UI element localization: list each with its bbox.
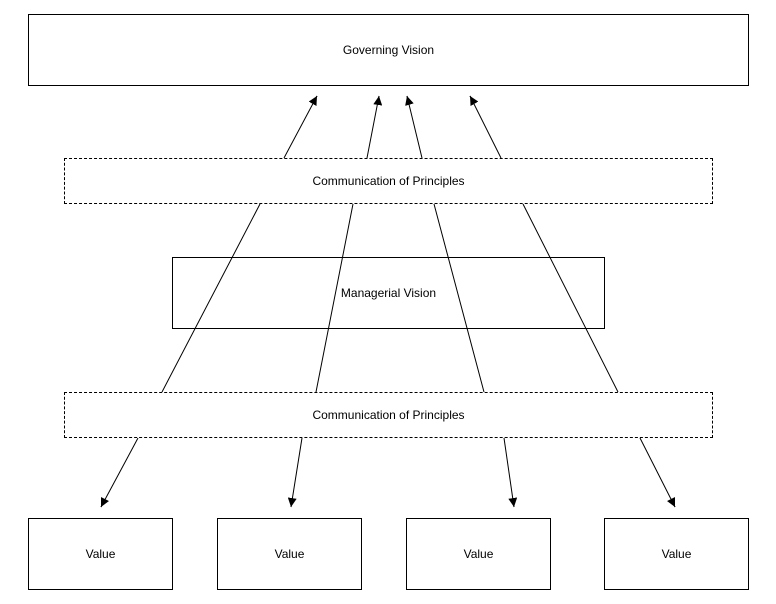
- communication-bottom-box: Communication of Principles: [64, 392, 713, 438]
- value-box-1: Value: [28, 518, 173, 590]
- value-label-3: Value: [463, 547, 494, 561]
- value-label-1: Value: [85, 547, 116, 561]
- arrowhead-up-4: [469, 95, 479, 107]
- value-label-2: Value: [274, 547, 305, 561]
- value-box-4: Value: [604, 518, 749, 590]
- governing-vision-box: Governing Vision: [28, 14, 749, 86]
- communication-bottom-label: Communication of Principles: [312, 408, 465, 422]
- value-label-4: Value: [661, 547, 692, 561]
- value-box-2: Value: [217, 518, 362, 590]
- arrowhead-down-2: [287, 497, 297, 508]
- arrowhead-up-3: [405, 95, 414, 106]
- arrowhead-down-3: [508, 497, 518, 508]
- managerial-vision-label: Managerial Vision: [340, 286, 437, 300]
- communication-top-label: Communication of Principles: [312, 174, 465, 188]
- communication-top-box: Communication of Principles: [64, 158, 713, 204]
- managerial-vision-box: Managerial Vision: [172, 257, 605, 329]
- arrowhead-down-4: [666, 496, 676, 508]
- governing-vision-label: Governing Vision: [342, 43, 435, 57]
- arrowhead-up-2: [373, 95, 383, 106]
- value-box-3: Value: [406, 518, 551, 590]
- arrowhead-down-1: [100, 496, 110, 508]
- arrowhead-up-1: [308, 95, 318, 107]
